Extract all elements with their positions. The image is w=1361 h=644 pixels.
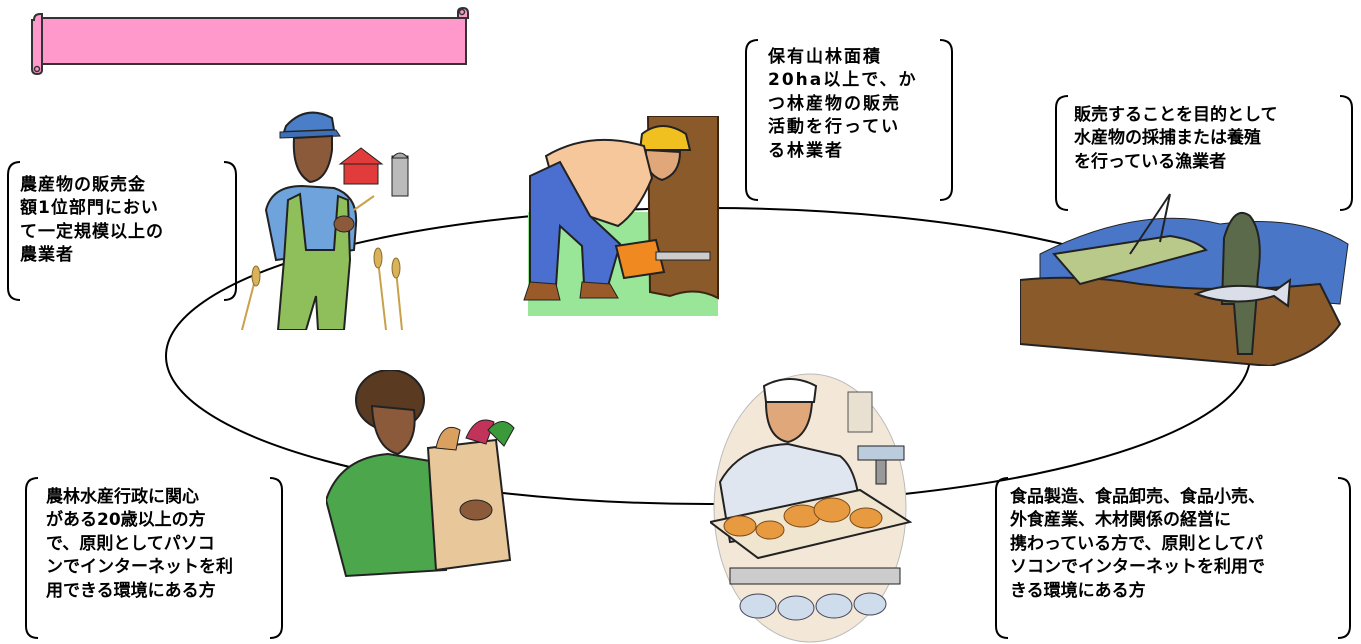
consumer-description: 農林水産行政に関心 がある20歳以上の方 で、原則としてパソコ ンでインターネッ… [46,487,233,601]
scroll-banner [31,6,469,76]
lumberjack-clipart [523,116,719,316]
fisher-description: 販売することを目的として 水産物の採捕または養殖 を行っている漁業者 [1074,105,1278,172]
farmer-clipart [241,111,410,330]
business-description: 食品製造、食品卸売、食品小売、 外食産業、木材関係の経営に 携わっている方で、原… [1010,487,1265,601]
forester-description: 保有山林面積 20ha以上で、か つ林産物の販売 活動を行ってい る林業者 [768,47,918,161]
shopper-clipart [326,370,515,578]
farmer-description: 農産物の販売金 額1位部門におい て一定規模以上の 農業者 [20,175,164,266]
baker-clipart [710,373,912,643]
fisherman-clipart [1020,193,1349,366]
